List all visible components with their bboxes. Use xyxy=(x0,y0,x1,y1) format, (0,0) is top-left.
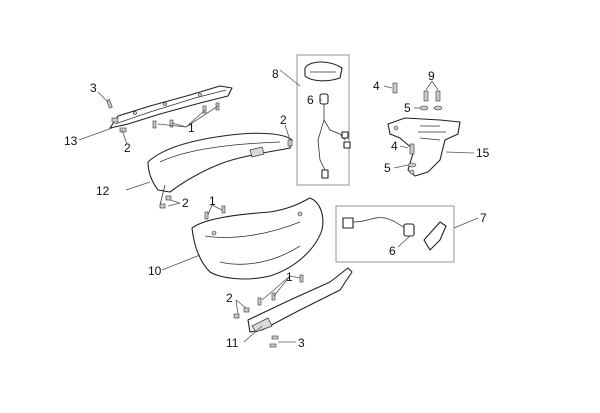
callout-4: 4 xyxy=(373,79,380,93)
callout-4: 4 xyxy=(391,139,398,153)
callout-1: 1 xyxy=(209,194,216,208)
callout-5: 5 xyxy=(384,161,391,175)
callout-11: 11 xyxy=(226,336,239,350)
callout-7: 7 xyxy=(480,211,487,225)
callout-labels: 3 13 2 1 2 12 2 1 10 8 6 4 9 5 4 5 15 7 … xyxy=(64,67,490,350)
part-12-side-panel xyxy=(147,132,293,206)
part-8-tail-light xyxy=(304,61,351,179)
callout-1: 1 xyxy=(188,121,195,135)
callout-15: 15 xyxy=(476,146,490,160)
callout-9: 9 xyxy=(428,69,435,83)
callout-5: 5 xyxy=(404,101,411,115)
callout-12: 12 xyxy=(96,184,110,198)
part-7-boundary xyxy=(335,205,455,263)
callout-8: 8 xyxy=(272,67,279,81)
callout-6: 6 xyxy=(307,93,314,107)
part-8-boundary xyxy=(296,54,350,186)
part-13-upper-rail xyxy=(109,85,233,129)
callout-3: 3 xyxy=(298,336,305,350)
leader-lines xyxy=(78,69,479,343)
callout-2: 2 xyxy=(226,291,233,305)
callout-2: 2 xyxy=(124,141,131,155)
callout-1: 1 xyxy=(286,270,293,284)
part-15-rear-rack xyxy=(387,117,461,177)
callout-3: 3 xyxy=(90,81,97,95)
callout-2: 2 xyxy=(182,196,189,210)
rack-hardware xyxy=(392,82,443,168)
callout-2: 2 xyxy=(280,113,287,127)
callout-6: 6 xyxy=(389,244,396,258)
part-7-turn-indicator xyxy=(342,217,447,251)
callout-10: 10 xyxy=(148,264,162,278)
callout-13: 13 xyxy=(64,134,78,148)
part-10-body-shell xyxy=(191,197,324,280)
